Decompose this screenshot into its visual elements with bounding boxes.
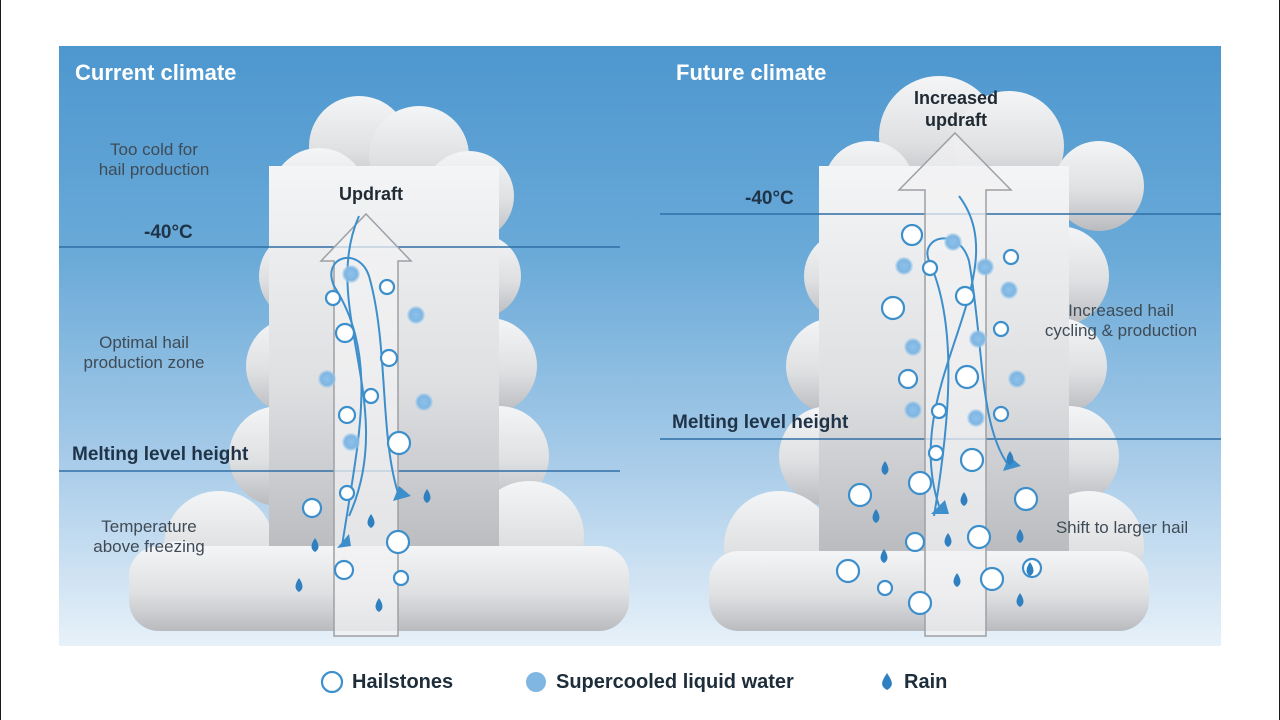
legend-rain: Rain — [878, 668, 947, 696]
shift-larger-hail-note: Shift to larger hail — [1055, 518, 1189, 537]
rain-drops — [295, 451, 1034, 612]
increased-hail-line-2: cycling & production — [1044, 321, 1198, 340]
legend-hailstones-label: Hailstones — [352, 670, 454, 693]
legend-rain-label: Rain — [904, 670, 948, 693]
current-cloud — [129, 96, 629, 631]
current-climate-title: Current climate — [75, 60, 237, 85]
above-freezing-note: Temperature above freezing — [74, 517, 224, 557]
optimal-line-2: production zone — [83, 353, 205, 372]
increased-updraft-line-1: Increased — [913, 88, 999, 108]
supercooled-drops — [318, 233, 1026, 451]
current-cycle-paths — [330, 215, 411, 548]
legend-supercooled: Supercooled liquid water — [524, 668, 794, 696]
too-cold-line-2: hail production — [98, 160, 210, 179]
legend-supercooled-label: Supercooled liquid water — [556, 670, 794, 693]
diagram-artwork — [59, 76, 1221, 637]
too-cold-line-1: Too cold for — [110, 140, 198, 159]
frame-left-edge — [0, 0, 1, 720]
legend-hailstones: Hailstones — [320, 668, 453, 696]
optimal-zone-note: Optimal hail production zone — [69, 333, 219, 373]
increased-updraft-line-2: updraft — [925, 110, 987, 130]
hailstone-icon — [320, 670, 344, 694]
increased-updraft-label: Increased updraft — [891, 87, 1021, 131]
current-updraft-label: Updraft — [339, 184, 403, 204]
current-minus40-label: -40°C — [144, 222, 193, 243]
above-freezing-line-1: Temperature — [101, 517, 197, 536]
optimal-line-1: Optimal hail — [99, 333, 189, 352]
legend: Hailstones Supercooled liquid water Rain — [0, 646, 1280, 720]
too-cold-note: Too cold for hail production — [79, 140, 229, 180]
future-climate-title: Future climate — [676, 60, 827, 85]
current-melting-label: Melting level height — [72, 444, 249, 465]
above-freezing-line-2: above freezing — [93, 537, 205, 556]
future-minus40-label: -40°C — [745, 188, 794, 209]
supercooled-water-icon — [526, 672, 546, 692]
raindrop-icon — [882, 673, 892, 690]
hailstones — [301, 223, 1043, 616]
diagram-panel: Current climate Too cold for hail produc… — [59, 46, 1221, 646]
future-melting-label: Melting level height — [672, 412, 849, 433]
increased-hail-note: Increased hail cycling & production — [1021, 301, 1221, 341]
increased-hail-line-1: Increased hail — [1068, 301, 1174, 320]
